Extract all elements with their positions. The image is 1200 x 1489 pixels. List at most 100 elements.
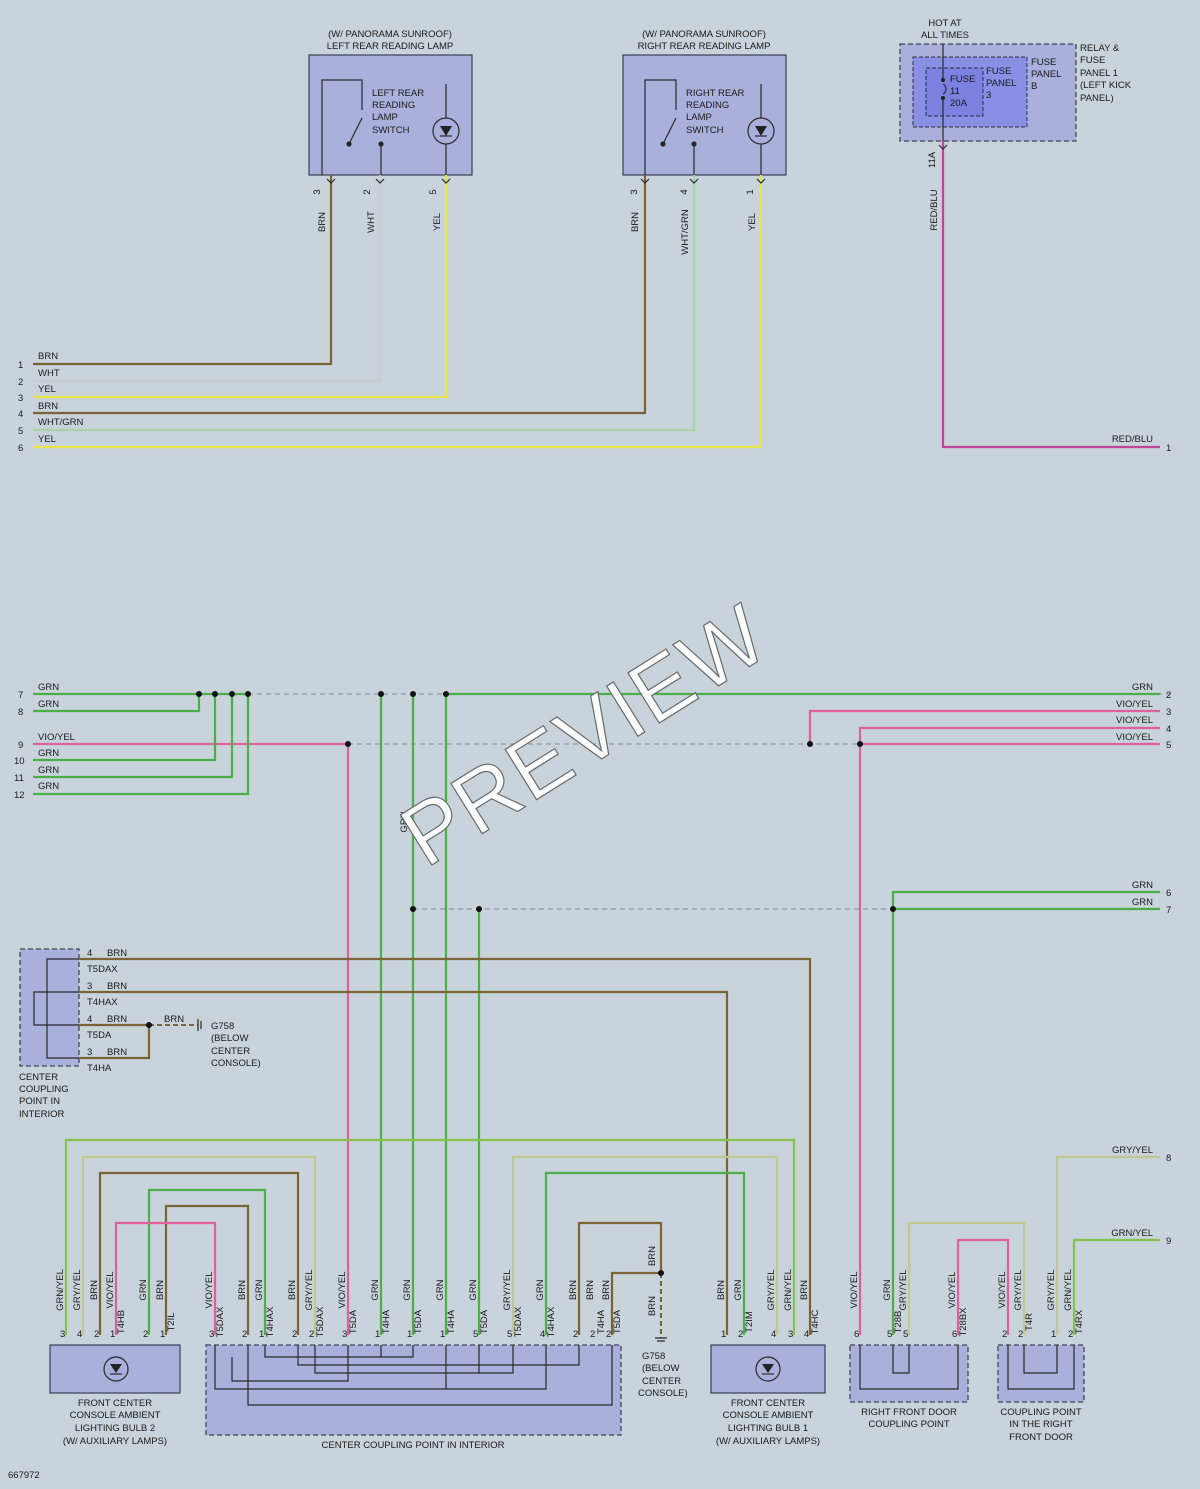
g758b-label-2: CENTER: [642, 1376, 681, 1387]
left-wire-wht: WHT: [366, 211, 377, 233]
bottom-pin-number: 5: [903, 1329, 908, 1340]
bottom-pin-number: 4: [540, 1329, 545, 1340]
bottom-pin-number: 6: [854, 1329, 859, 1340]
bottom-wire-label: BRN: [716, 1280, 727, 1300]
bottom-pin-number: 1: [160, 1329, 165, 1340]
g758b-wire-0: BRN: [647, 1246, 658, 1266]
bottom-wire-label: GRY/YEL: [304, 1269, 315, 1310]
wire-brn-a: [98, 1171, 300, 1335]
wire-brn-d: [610, 1271, 661, 1335]
wire-grn-b: [544, 1171, 746, 1335]
wire-grn-6: [891, 890, 1160, 909]
bottom-wire-label: GRN: [370, 1279, 381, 1300]
bottom-pin-number: 4: [77, 1329, 82, 1340]
bottom-pin-labels: GRN/YEL3GRY/YEL4BRN2VIO/YEL1T4HBGRN2BRN1…: [55, 1269, 1085, 1340]
relay-panel-label-0: RELAY &: [1080, 43, 1120, 54]
bottom-pin-number: 1: [259, 1329, 264, 1340]
relay-panel-label-1: FUSE: [1080, 55, 1105, 66]
wire-gryyel-b: [511, 1155, 779, 1335]
wire-yel-3: [33, 175, 448, 399]
center-coupling-bottom-internal: [214, 1345, 613, 1406]
bottom-pin-number: 2: [242, 1329, 247, 1340]
wire-vioyel-4: [858, 726, 1160, 744]
label-labels-conn-right-mid-1-n: 3: [1166, 707, 1171, 718]
bottom-connector-id: T4HAX: [265, 1306, 276, 1337]
wire-brn-c: [577, 1221, 663, 1335]
bottom-connector-id: T5DAX: [315, 1306, 326, 1337]
label-labels-conn-left-mid-0-w: GRN: [38, 682, 59, 693]
bottom-wire-label: BRN: [89, 1280, 100, 1300]
right-lamp-switch-label-2: LAMP: [686, 112, 712, 123]
bottom-wire-label: VIO/YEL: [337, 1272, 348, 1309]
bottom-pin-number: 1: [375, 1329, 380, 1340]
label-labels-conn-left-top-1-w: WHT: [38, 368, 60, 379]
wire-vioyel-b: [956, 1238, 1010, 1335]
fuse-symbol: [941, 44, 947, 141]
left-wire-yel: YEL: [432, 213, 443, 231]
label-labels-coupling-rows-2-pin: 4: [87, 1014, 92, 1025]
bottom-connector-id: T2IL: [166, 1312, 177, 1331]
right-wire-brn: BRN: [630, 212, 641, 232]
bottom-connector-id: T5DA: [413, 1309, 424, 1334]
right-lamp-icon: [755, 126, 767, 137]
bottom-wire-label: VIO/YEL: [204, 1272, 215, 1309]
g758-ground-symbol-a: [197, 1019, 202, 1031]
wire-redblu-1: [941, 141, 1160, 449]
label-labels-coupling-rows-1-pin: 3: [87, 981, 92, 992]
relay-panel-label-3: (LEFT KICK: [1080, 80, 1132, 91]
bottom-pin-number: 1: [110, 1329, 115, 1340]
bottom-wire-label: GRY/YEL: [1013, 1269, 1024, 1310]
left-lamp-switch-symbol: [321, 79, 460, 175]
left-wire-brn: BRN: [317, 212, 328, 232]
bottom-wire-label: BRN: [287, 1280, 298, 1300]
right-lamp-switch-symbol: [644, 79, 775, 175]
bottom-pin-number: 2: [573, 1329, 578, 1340]
label-labels-conn-left-mid-2-n: 9: [18, 740, 23, 751]
fuse-panel-3-box: [925, 67, 984, 117]
coupling-right-door-label-1: IN THE RIGHT: [1009, 1419, 1072, 1430]
bottom-pin-number: 2: [1068, 1329, 1073, 1340]
label-labels-conn-left-mid-1-w: GRN: [38, 699, 59, 710]
label-labels-conn-left-mid-2-w: VIO/YEL: [38, 732, 75, 743]
fuse-panel-b-label-1: PANEL: [1031, 69, 1061, 80]
bottom-connector-id: T5DA: [348, 1309, 359, 1334]
right-pin-4: 4: [679, 189, 690, 194]
relay-panel-label-2: PANEL 1: [1080, 68, 1118, 79]
label-labels-conn-right-mid-7-w: GRN/YEL: [1111, 1228, 1153, 1239]
label-labels-conn-left-mid-4-w: GRN: [38, 765, 59, 776]
g758-ground-symbol-b: [655, 1337, 667, 1342]
label-labels-conn-left-top-0-n: 1: [18, 360, 23, 371]
bottom-connector-id: T28B: [893, 1311, 904, 1334]
label-labels-conn-right-mid-6-w: GRY/YEL: [1112, 1145, 1153, 1156]
label-labels-conn-right-mid-5-w: GRN: [1132, 897, 1153, 908]
wire-brn-t4hax: [79, 990, 729, 1335]
label-labels-conn-right-mid-0-w: GRN: [1132, 682, 1153, 693]
label-labels-conn-left-mid-3-w: GRN: [38, 748, 59, 759]
label-labels-conn-left-top-5-w: YEL: [38, 434, 56, 445]
wire-grn-11: [33, 694, 234, 779]
bottom-wire-label: GRN: [138, 1279, 149, 1300]
coupling-right-door-internal: [1007, 1345, 1075, 1390]
fuse-label-0: FUSE: [950, 74, 975, 85]
left-lamp-switch-label-0: LEFT REAR: [372, 88, 424, 99]
label-labels-coupling-rows-0-pin: 4: [87, 948, 92, 959]
right-lamp-title2: RIGHT REAR READING LAMP: [638, 41, 771, 52]
bulb1-label-1: CONSOLE AMBIENT: [723, 1410, 814, 1421]
wire-grn-10: [33, 694, 217, 762]
right-wire-whtgrn: WHT/GRN: [680, 209, 691, 255]
label-labels-conn-left-top-4-n: 5: [18, 426, 23, 437]
top-connector-arrows: [326, 144, 948, 184]
g758b-label-0: G758: [642, 1351, 665, 1362]
label-labels-conn-left-mid-1-n: 8: [18, 707, 23, 718]
label-labels-conn-left-top-3-n: 4: [18, 409, 23, 420]
label-labels-conn-left-top-5-n: 6: [18, 443, 23, 454]
fuse-wire-label: RED/BLU: [929, 189, 940, 230]
label-labels-coupling-rows-2-w: BRN: [107, 1014, 127, 1025]
right-wire-yel: YEL: [747, 213, 758, 231]
left-lamp-title1: (W/ PANORAMA SUNROOF): [328, 29, 452, 40]
label-labels-conn-left-top-4-w: WHT/GRN: [38, 417, 84, 428]
bulb1-label-3: (W/ AUXILIARY LAMPS): [716, 1436, 820, 1447]
label-labels-conn-left-mid-5-w: GRN: [38, 781, 59, 792]
